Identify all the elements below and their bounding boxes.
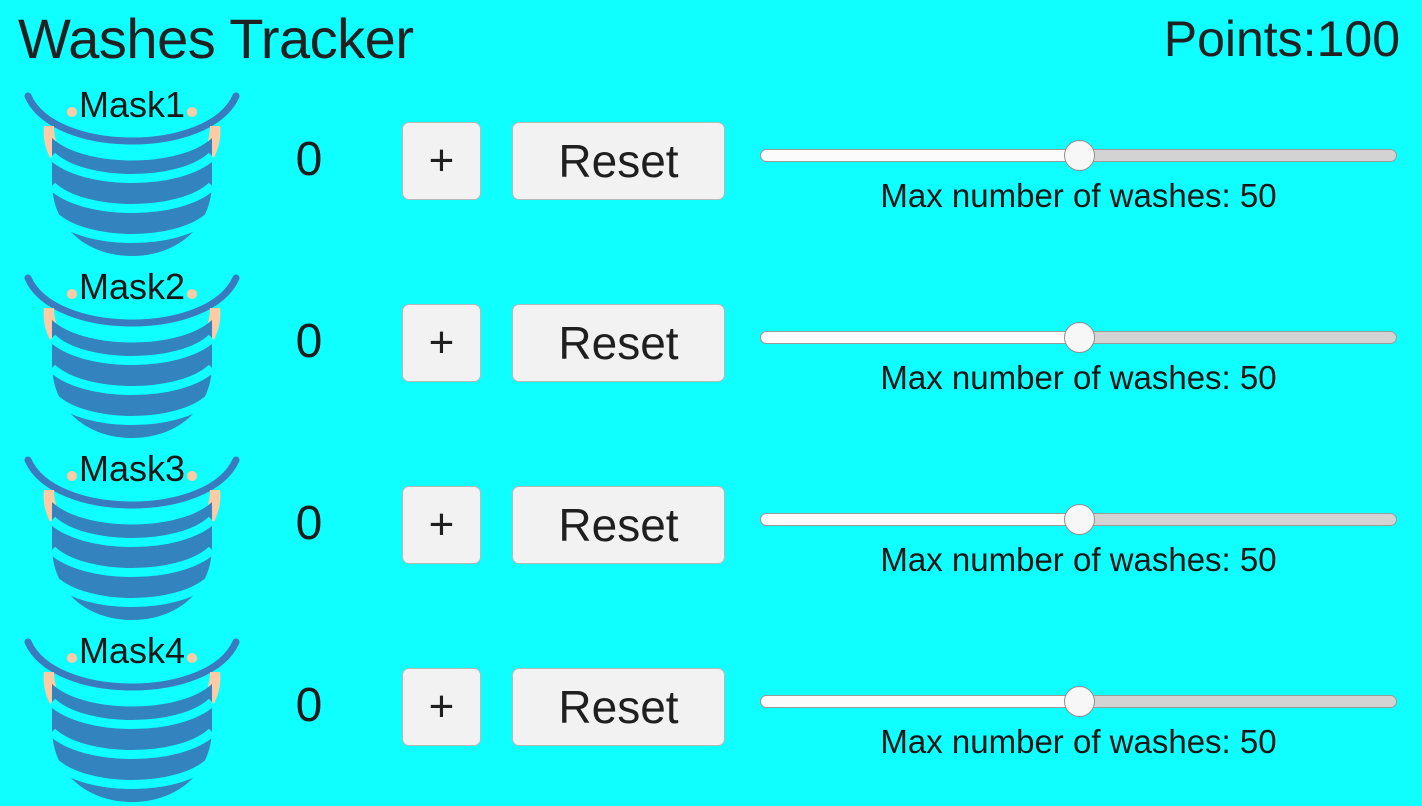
slider-caption: Max number of washes: 50 bbox=[880, 177, 1277, 214]
reset-button[interactable]: Reset bbox=[512, 486, 725, 564]
slider-track-fill bbox=[760, 331, 1079, 344]
mask-icon-cell: Mask1 bbox=[14, 78, 250, 260]
mask-row: Mask2 0 + Reset Max number of washes: 50 bbox=[0, 260, 1422, 442]
face-mask-icon bbox=[24, 274, 240, 438]
face-mask-icon bbox=[24, 92, 240, 256]
increment-button[interactable]: + bbox=[402, 486, 481, 564]
face-mask-icon bbox=[24, 456, 240, 620]
slider-group: Max number of washes: 50 bbox=[760, 442, 1397, 624]
max-washes-slider[interactable] bbox=[760, 686, 1397, 717]
mask-row: Mask3 0 + Reset Max number of washes: 50 bbox=[0, 442, 1422, 624]
increment-button[interactable]: + bbox=[402, 668, 481, 746]
slider-thumb[interactable] bbox=[1063, 686, 1095, 717]
slider-group: Max number of washes: 50 bbox=[760, 624, 1397, 806]
points-display: Points:100 bbox=[1163, 11, 1400, 67]
slider-caption: Max number of washes: 50 bbox=[880, 359, 1277, 396]
wash-count: 0 bbox=[295, 315, 323, 368]
increment-button[interactable]: + bbox=[402, 122, 481, 200]
mask-row: Mask1 0 + Reset Max number of washes: 50 bbox=[0, 78, 1422, 260]
reset-button[interactable]: Reset bbox=[512, 122, 725, 200]
wash-count: 0 bbox=[295, 679, 323, 732]
max-washes-slider[interactable] bbox=[760, 504, 1397, 535]
max-washes-slider[interactable] bbox=[760, 322, 1397, 353]
slider-track-fill bbox=[760, 513, 1079, 526]
slider-caption: Max number of washes: 50 bbox=[880, 723, 1277, 760]
mask-row: Mask4 0 + Reset Max number of washes: 50 bbox=[0, 624, 1422, 806]
reset-button[interactable]: Reset bbox=[512, 668, 725, 746]
mask-icon-cell: Mask4 bbox=[14, 624, 250, 806]
max-washes-slider[interactable] bbox=[760, 140, 1397, 171]
slider-group: Max number of washes: 50 bbox=[760, 78, 1397, 260]
slider-track-fill bbox=[760, 149, 1079, 162]
mask-icon-cell: Mask3 bbox=[14, 442, 250, 624]
page-title: Washes Tracker bbox=[18, 7, 414, 70]
slider-thumb[interactable] bbox=[1063, 504, 1095, 535]
wash-count: 0 bbox=[295, 133, 323, 186]
slider-group: Max number of washes: 50 bbox=[760, 260, 1397, 442]
mask-icon-cell: Mask2 bbox=[14, 260, 250, 442]
app-header: Washes Tracker Points:100 bbox=[0, 0, 1422, 78]
slider-thumb[interactable] bbox=[1063, 322, 1095, 353]
wash-count: 0 bbox=[295, 497, 323, 550]
face-mask-icon bbox=[24, 638, 240, 802]
increment-button[interactable]: + bbox=[402, 304, 481, 382]
slider-caption: Max number of washes: 50 bbox=[880, 541, 1277, 578]
slider-track-fill bbox=[760, 695, 1079, 708]
slider-thumb[interactable] bbox=[1063, 140, 1095, 171]
reset-button[interactable]: Reset bbox=[512, 304, 725, 382]
